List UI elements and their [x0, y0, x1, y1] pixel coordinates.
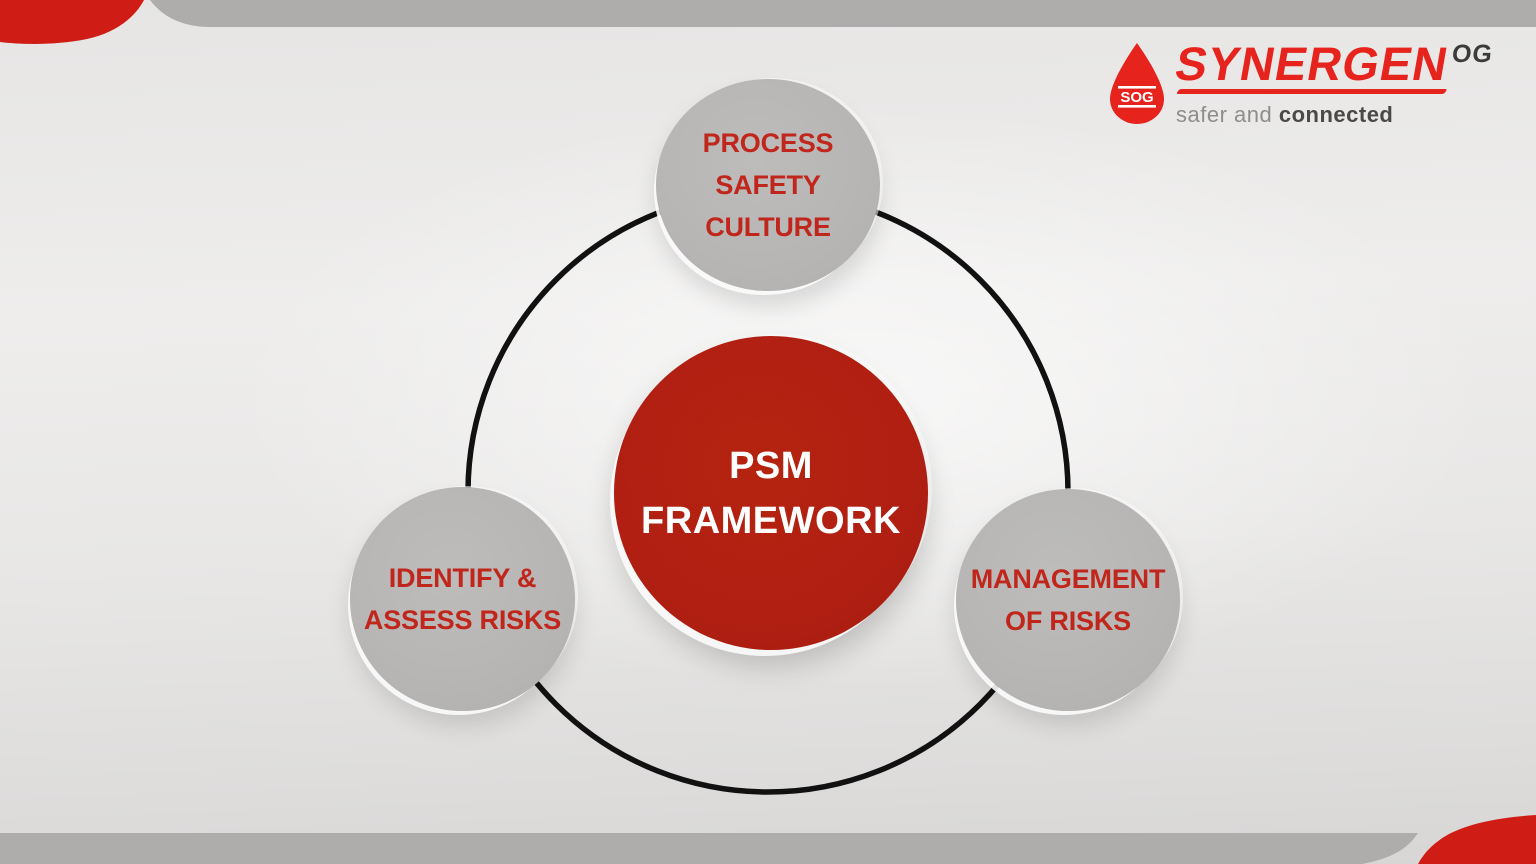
node-process-safety-culture: PROCESS SAFETY CULTURE	[656, 79, 880, 291]
center-label-line2: FRAMEWORK	[641, 499, 901, 542]
brand-wordmark-block: SYNERGEN OG safer and connected	[1171, 37, 1495, 128]
brand-tagline: safer and connected	[1176, 102, 1493, 128]
node-label-line: PROCESS	[702, 128, 834, 158]
bottom-bar	[0, 833, 1418, 864]
node-label-line: CULTURE	[705, 212, 831, 242]
node-identify-assess-risks: IDENTIFY & ASSESS RISKS	[350, 487, 575, 711]
droplet-icon: SOG	[1110, 43, 1164, 124]
tagline-bold: connected	[1278, 102, 1394, 128]
tagline-regular: safer and	[1176, 102, 1279, 128]
bottom-right-corner-accent	[1418, 815, 1536, 864]
center-node-psm-framework: PSM FRAMEWORK	[614, 336, 928, 650]
brand-wordmark: SYNERGEN	[1171, 37, 1453, 90]
node-label-line: MANAGEMENT	[970, 564, 1166, 594]
top-left-corner-accent	[0, 0, 144, 44]
node-management-of-risks: MANAGEMENT OF RISKS	[956, 489, 1180, 711]
top-bar	[150, 0, 1536, 27]
brand-logo: SOG SYNERGEN OG safer and connected	[1108, 37, 1495, 128]
node-label-line: IDENTIFY &	[388, 563, 537, 593]
center-label-line1: PSM	[729, 444, 813, 487]
node-label-line: SAFETY	[715, 170, 821, 200]
brand-underline	[1176, 89, 1448, 95]
node-label-line: OF RISKS	[1005, 606, 1131, 636]
svg-text:SOG: SOG	[1120, 89, 1153, 106]
node-label-line: ASSESS RISKS	[363, 605, 562, 635]
brand-suffix: OG	[1450, 40, 1495, 68]
